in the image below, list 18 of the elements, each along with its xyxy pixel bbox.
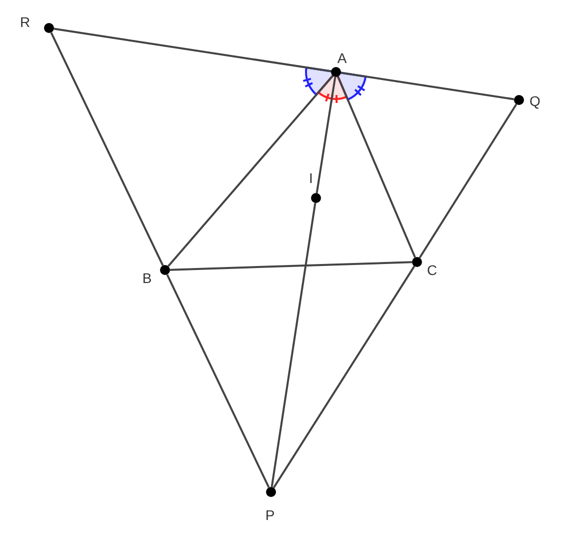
line-segment [50,32,164,266]
line-segment [270,202,316,488]
line-segment [168,75,334,267]
point-label: C [426,263,438,277]
point-label: A [337,51,347,65]
point-label: B [142,271,152,285]
point-label: I [309,171,313,185]
line-segment [340,72,514,100]
line-segment [166,274,270,488]
line-segment [170,261,412,271]
line-segment [337,76,416,258]
line-segment [316,76,336,194]
point-label: R [20,15,30,29]
line-segment [54,28,332,72]
point-label: P [265,508,275,522]
line-segment [418,104,518,258]
point-label: Q [530,94,540,108]
line-segment [272,266,416,488]
